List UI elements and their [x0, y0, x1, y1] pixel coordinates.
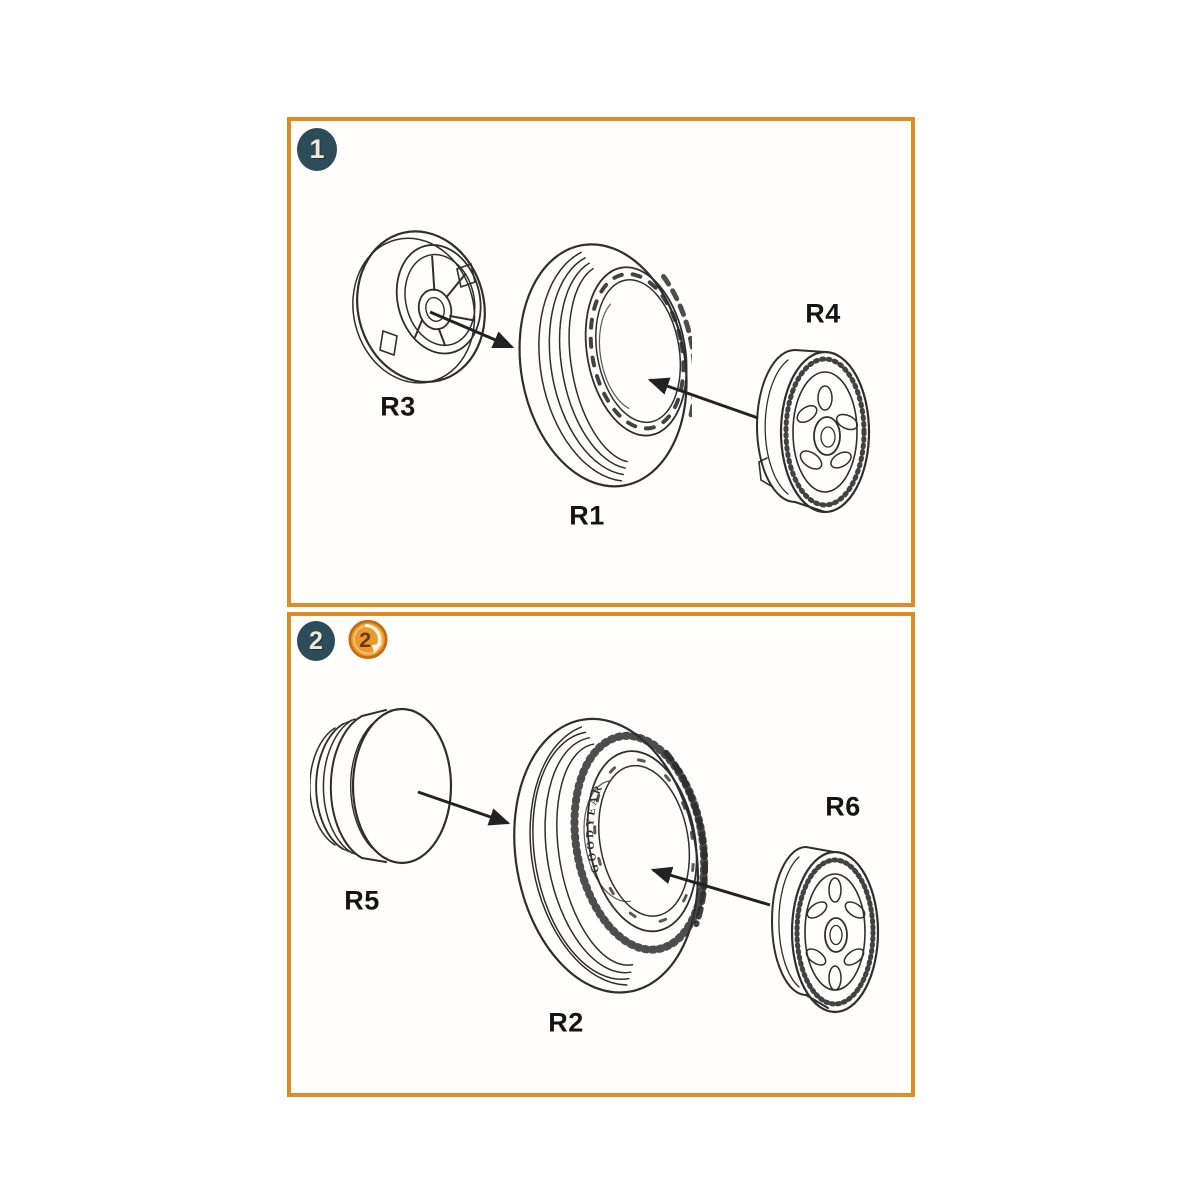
part-r6-wheel-drawing — [771, 846, 880, 1014]
step-2-badge: 2 — [297, 621, 335, 661]
part-label-r4: R4 — [805, 298, 841, 329]
quantity-badge: 2 — [347, 619, 389, 660]
part-r2-tire-drawing: GOODYEAR — [513, 717, 709, 994]
part-r5-cap-drawing — [310, 707, 453, 865]
step-2-panel: 2 2 — [287, 612, 915, 1097]
step-number: 2 — [309, 626, 323, 655]
part-label-r6: R6 — [825, 791, 861, 822]
part-r1-tire-drawing — [518, 243, 692, 488]
part-r3-hub-drawing — [352, 230, 486, 384]
step-number: 1 — [309, 134, 325, 164]
step-1-panel: 1 — [287, 117, 915, 607]
part-label-r1: R1 — [569, 500, 605, 531]
repeat-arrow-icon: 2 — [348, 619, 388, 660]
part-r4-wheel-drawing — [756, 349, 871, 514]
part-label-r2: R2 — [548, 1007, 584, 1038]
part-label-r3: R3 — [380, 391, 416, 422]
part-label-r5: R5 — [344, 885, 380, 916]
quantity-number: 2 — [359, 628, 371, 652]
step-1-badge: 1 — [297, 128, 337, 171]
